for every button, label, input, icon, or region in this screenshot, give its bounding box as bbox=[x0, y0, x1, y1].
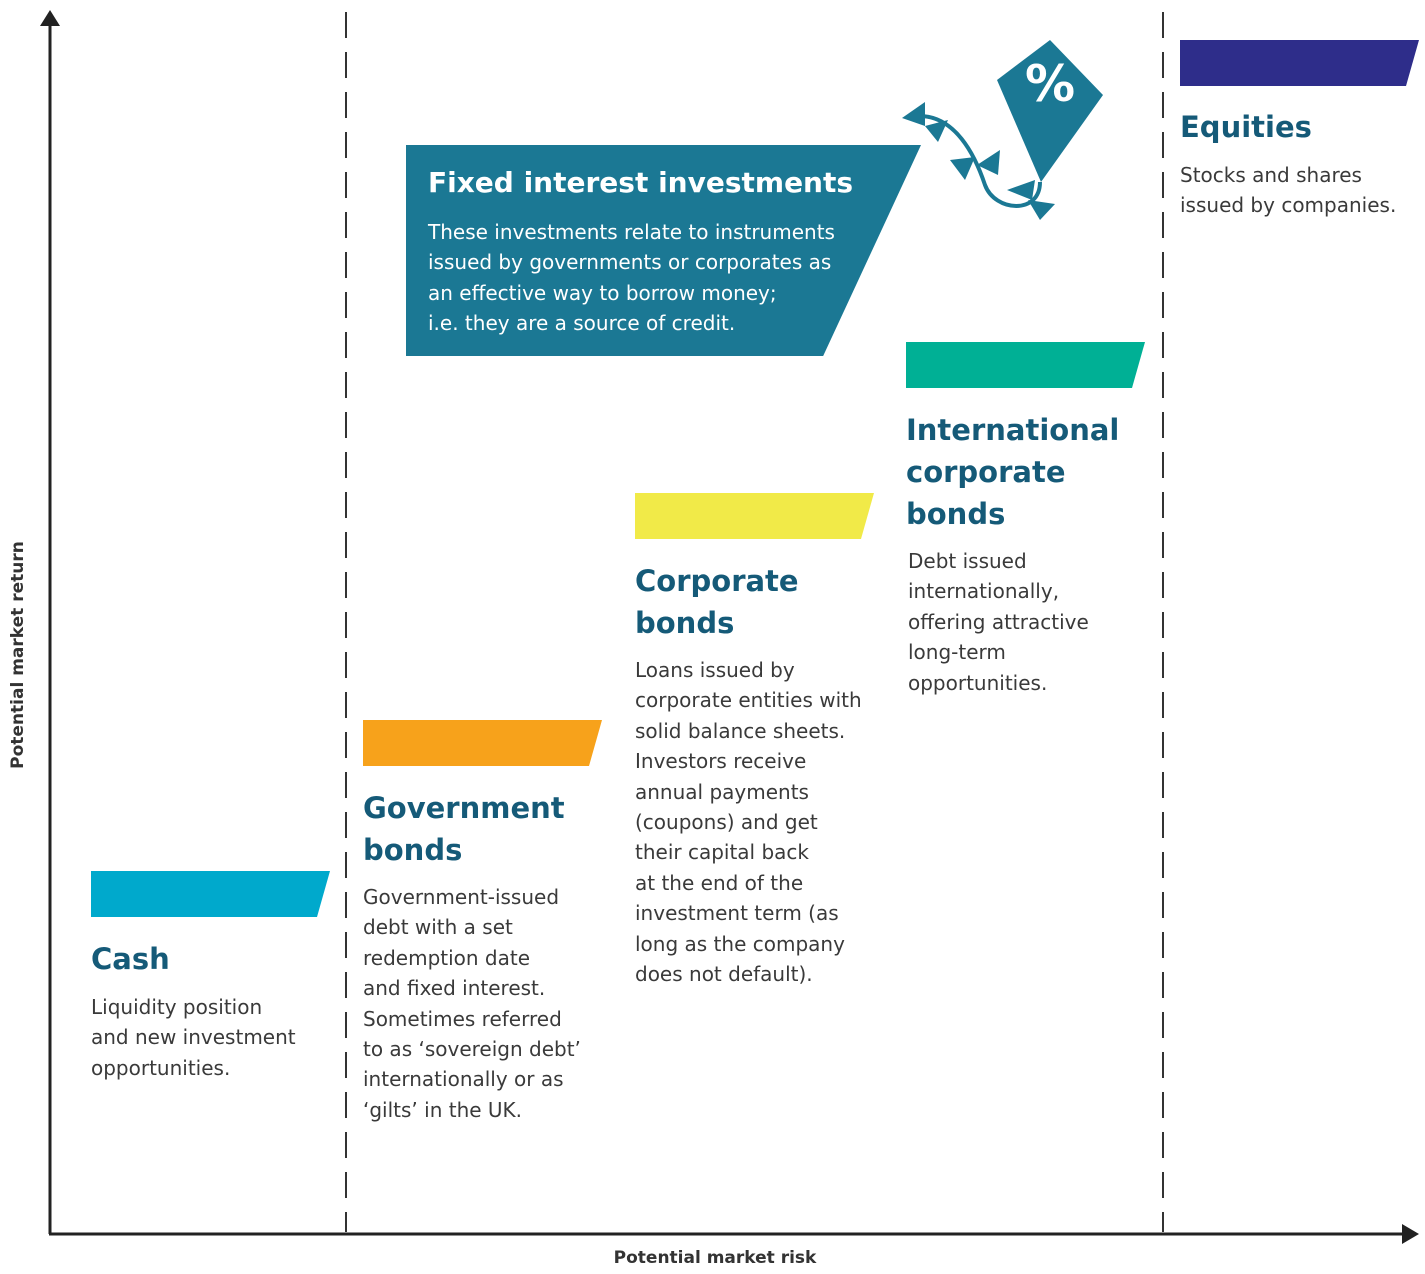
corporate-bonds-description: Loans issued by corporate entities with … bbox=[635, 658, 862, 987]
x-axis-arrowhead bbox=[1402, 1224, 1419, 1244]
government-bonds-flag bbox=[363, 720, 602, 766]
corporate-bonds-flag bbox=[635, 493, 874, 539]
international-bonds-description: Debt issued internationally, offering at… bbox=[908, 549, 1089, 695]
percent-symbol: % bbox=[1024, 55, 1076, 113]
kite-bow bbox=[977, 150, 1000, 175]
equities-title: Equities bbox=[1180, 110, 1312, 144]
divider-lines bbox=[345, 12, 1164, 1232]
cash-flag bbox=[91, 871, 330, 917]
fixed-interest-description: These investments relate to instruments … bbox=[428, 220, 835, 336]
equities-description: Stocks and shares issued by companies. bbox=[1180, 163, 1397, 218]
kite-bow bbox=[1028, 200, 1055, 220]
fixed-interest-callout bbox=[406, 145, 921, 356]
kite-body bbox=[997, 40, 1103, 182]
international-bonds-title: International corporate bonds bbox=[906, 413, 1120, 531]
kite-bow bbox=[925, 120, 948, 142]
corporate-bonds-title: Corporate bonds bbox=[635, 564, 799, 640]
kite-bow bbox=[902, 102, 925, 126]
y-axis-label: Potential market return bbox=[8, 541, 28, 769]
kite-bow bbox=[950, 157, 975, 180]
cash-title: Cash bbox=[91, 942, 170, 976]
fixed-interest-title: Fixed interest investments bbox=[428, 166, 854, 199]
kite-icon bbox=[902, 40, 1103, 220]
government-bonds-title: Government bonds bbox=[363, 791, 565, 867]
equities-flag bbox=[1180, 40, 1419, 86]
government-bonds-description: Government-issued debt with a set redemp… bbox=[363, 885, 581, 1122]
y-axis-arrowhead bbox=[40, 10, 60, 26]
kite-bow bbox=[1007, 180, 1035, 200]
international-bonds-flag bbox=[906, 342, 1145, 388]
cash-description: Liquidity position and new investment op… bbox=[91, 995, 296, 1080]
x-axis-label: Potential market risk bbox=[613, 1248, 817, 1268]
